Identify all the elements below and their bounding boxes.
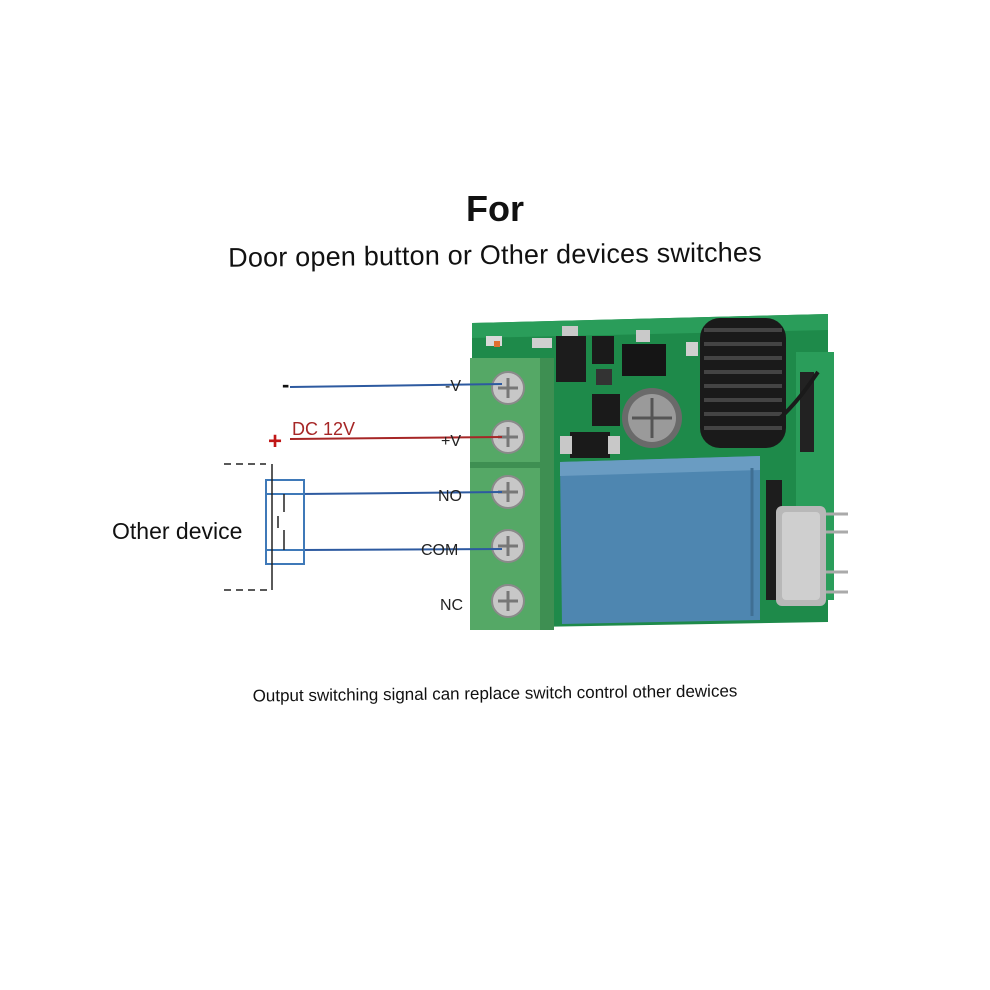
negative-sign: - (282, 372, 290, 397)
pcb-board (472, 314, 848, 628)
terminal-label-com: COM (421, 542, 459, 559)
no-output-wire (299, 491, 503, 495)
com-output-wire (299, 548, 503, 551)
capacitor-icon (622, 388, 682, 448)
positive-wire (289, 436, 503, 440)
negative-wire (289, 383, 503, 388)
terminal-label-nc: NC (440, 597, 464, 614)
positive-sign: + (268, 428, 283, 455)
relay-icon (560, 456, 760, 624)
diagram-title: For (466, 188, 524, 229)
voltage-label: DC 12V (292, 419, 356, 439)
device-dashed-lines (224, 463, 273, 591)
terminal-label-negative: -V (445, 378, 461, 395)
terminal-block (470, 358, 554, 630)
terminal-label-positive: +V (441, 433, 462, 450)
antenna-coil-icon (700, 318, 820, 448)
device-label: Other device (112, 518, 243, 544)
terminal-label-no: NO (438, 488, 462, 505)
